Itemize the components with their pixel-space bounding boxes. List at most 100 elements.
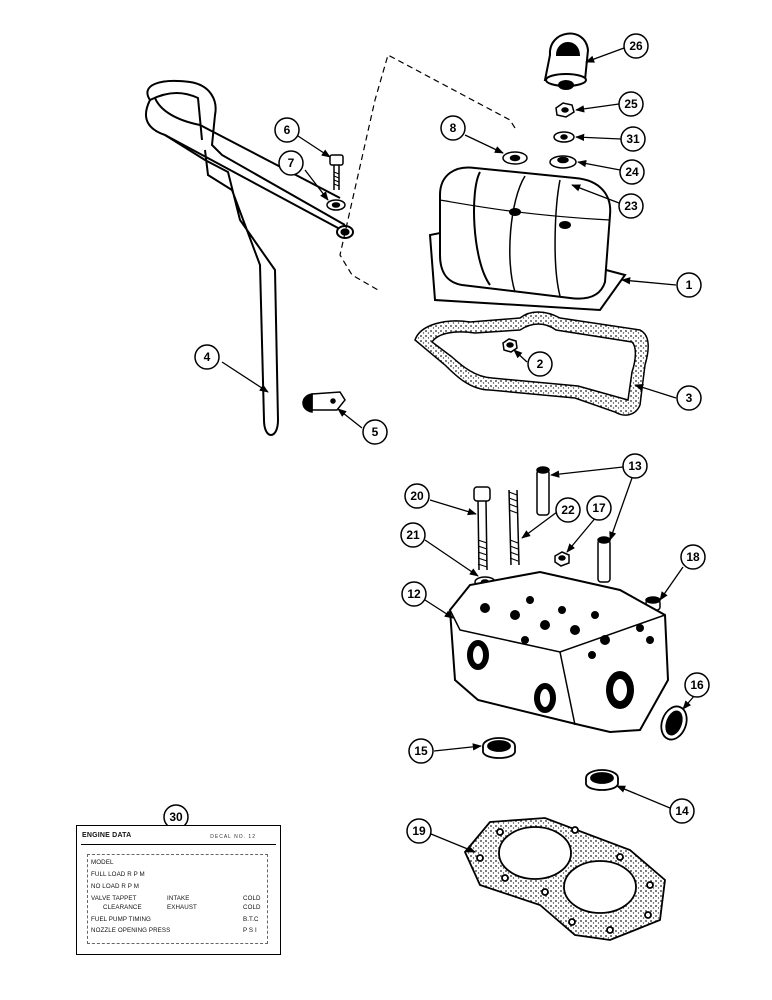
stud-part-22 xyxy=(508,489,520,566)
washer-part-7 xyxy=(326,199,346,211)
lifting-eye-part-26 xyxy=(543,32,590,90)
leader-24 xyxy=(577,159,621,171)
washer-part-8 xyxy=(502,151,528,165)
callout-7-label: 7 xyxy=(288,156,295,170)
callout-22-label: 22 xyxy=(561,503,575,517)
callout-19: 19 xyxy=(406,818,432,844)
leader-26 xyxy=(585,47,625,63)
valve-guide-part-13b xyxy=(597,536,611,583)
decal-valve-tappet: VALVE TAPPET xyxy=(91,895,137,902)
leader-1 xyxy=(621,277,677,286)
leader-3 xyxy=(634,384,677,399)
clamp-part-5 xyxy=(302,391,346,413)
decal-btc: B.T.C xyxy=(243,916,259,923)
callout-2-label: 2 xyxy=(537,357,544,371)
washer-part-2 xyxy=(502,338,518,353)
callout-13: 13 xyxy=(622,453,648,479)
engine-data-decal-part-30: ENGINE DATA DECAL NO. 12 MODEL FULL LOAD… xyxy=(76,825,281,955)
decal-psi: P S I xyxy=(243,927,257,934)
callout-26: 26 xyxy=(623,33,649,59)
decal-no-load: NO LOAD R P M xyxy=(91,883,139,890)
callout-8: 8 xyxy=(440,115,466,141)
routing-dashed-line xyxy=(339,54,516,291)
decal-nozzle: NOZZLE OPENING PRESS xyxy=(91,927,171,934)
callout-3: 3 xyxy=(676,385,702,411)
decal-divider xyxy=(81,844,276,845)
callout-12-label: 12 xyxy=(407,587,421,601)
decal-title: ENGINE DATA xyxy=(82,832,132,839)
callout-17-label: 17 xyxy=(592,501,606,515)
decal-number: DECAL NO. 12 xyxy=(210,834,256,840)
decal-model: MODEL xyxy=(91,859,114,866)
callout-21: 21 xyxy=(400,522,426,548)
callout-23-label: 23 xyxy=(624,199,638,213)
callout-16: 16 xyxy=(684,672,710,698)
leader-21 xyxy=(424,539,479,577)
callout-1-label: 1 xyxy=(686,278,693,292)
bolt-part-6 xyxy=(329,154,344,190)
callout-24-label: 24 xyxy=(625,165,639,179)
valve-cover-part-1 xyxy=(428,166,627,312)
callout-2: 2 xyxy=(527,351,553,377)
washer-part-31 xyxy=(553,131,575,143)
decal-full-load: FULL LOAD R P M xyxy=(91,871,145,878)
leader-6 xyxy=(297,135,331,158)
callout-25-label: 25 xyxy=(624,97,638,111)
seal-part-24 xyxy=(549,155,577,169)
callout-15: 15 xyxy=(408,738,434,764)
callout-21-label: 21 xyxy=(406,528,420,542)
cylinder-head-part-12 xyxy=(448,570,670,734)
decal-intake: INTAKE xyxy=(167,895,190,902)
seal-ring-part-15 xyxy=(482,737,516,759)
callout-6: 6 xyxy=(274,117,300,143)
valve-guide-part-13a xyxy=(536,466,550,516)
nut-part-25 xyxy=(555,102,575,118)
callout-12: 12 xyxy=(401,581,427,607)
leader-14 xyxy=(616,785,671,809)
callout-4: 4 xyxy=(194,344,220,370)
leader-13b xyxy=(609,477,633,541)
callout-5: 5 xyxy=(362,419,388,445)
leader-4 xyxy=(221,361,269,393)
callout-30: 30 xyxy=(163,804,189,830)
seal-ring-part-16 xyxy=(660,705,688,741)
head-gasket-part-19 xyxy=(463,817,666,941)
decal-exhaust: EXHAUST xyxy=(167,904,197,911)
callout-14-label: 14 xyxy=(675,804,689,818)
leader-15 xyxy=(433,743,482,752)
decal-fuel-pump: FUEL PUMP TIMING xyxy=(91,916,151,923)
callout-15-label: 15 xyxy=(414,744,428,758)
callout-20-label: 20 xyxy=(410,489,424,503)
callout-5-label: 5 xyxy=(372,425,379,439)
callout-20: 20 xyxy=(404,483,430,509)
callout-8-label: 8 xyxy=(450,121,457,135)
leader-5 xyxy=(337,408,363,429)
callout-13-label: 13 xyxy=(628,459,642,473)
leader-2 xyxy=(513,349,528,363)
leader-12 xyxy=(424,599,454,619)
leader-16 xyxy=(682,694,696,710)
decal-inner-frame xyxy=(87,854,268,944)
callout-31: 31 xyxy=(620,126,646,152)
seal-ring-part-14 xyxy=(585,769,619,791)
nut-part-17 xyxy=(554,551,570,567)
decal-clearance: CLEARANCE xyxy=(103,904,142,911)
callout-24: 24 xyxy=(619,159,645,185)
leader-23 xyxy=(571,184,620,204)
callout-6-label: 6 xyxy=(284,123,291,137)
leader-18 xyxy=(659,566,684,601)
leader-lines xyxy=(221,47,696,853)
callout-14: 14 xyxy=(669,798,695,824)
callout-17: 17 xyxy=(586,495,612,521)
leader-13a xyxy=(550,466,624,478)
decal-cold-exhaust: COLD xyxy=(243,904,261,911)
leader-17 xyxy=(566,515,598,553)
callout-16-label: 16 xyxy=(690,678,704,692)
decal-cold-intake: COLD xyxy=(243,895,261,902)
callout-18: 18 xyxy=(680,544,706,570)
callout-3-label: 3 xyxy=(686,391,693,405)
head-bolt-part-20 xyxy=(473,486,491,571)
leader-8 xyxy=(464,134,504,154)
breather-tube-part-4 xyxy=(145,79,354,436)
